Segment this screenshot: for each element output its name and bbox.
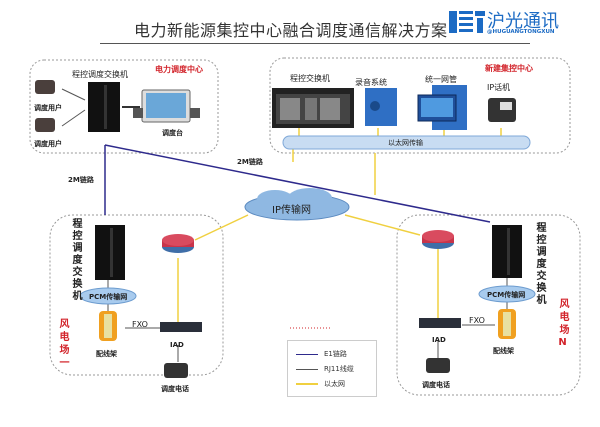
recording-server <box>365 88 397 126</box>
distribution-frame-n <box>498 309 516 339</box>
dispatch-switch-server <box>88 82 120 132</box>
site-n-switch-server <box>492 225 522 278</box>
legend-swatch-e1 <box>296 353 318 355</box>
dispatch-center-label: 电力调度中心 <box>155 65 203 74</box>
router-n <box>422 230 454 249</box>
dispatch-user-label-1: 调度用户 <box>34 104 62 112</box>
site-n-phone-label: 调度电话 <box>422 381 450 389</box>
site-one-zone <box>49 214 224 376</box>
site-n-pcm-label: PCM传输网 <box>487 291 526 299</box>
site-one-fxo-label: FXO <box>132 320 148 329</box>
control-switch-label: 程控交换机 <box>290 74 330 83</box>
control-center-label: 新建集控中心 <box>485 64 533 73</box>
legend-item-e1: E1链路 <box>296 349 347 359</box>
hg-logo-icon <box>449 11 485 33</box>
site-n-switch-label: 程控调度交换机 <box>534 222 545 306</box>
dispatch-user-phone-1 <box>35 80 55 94</box>
iad-n <box>419 318 461 328</box>
site-n-iad-label: IAD <box>432 336 446 344</box>
dispatch-console-label: 调度台 <box>162 129 183 137</box>
eth-to-router-n <box>344 214 421 236</box>
site-one-iad-label: IAD <box>170 341 184 349</box>
ethernet-bus-label: 以太网传输 <box>388 139 423 147</box>
legend-item-rj11: RJ11线缆 <box>296 364 354 374</box>
dispatch-switch-label: 程控调度交换机 <box>72 70 128 79</box>
page-title: 电力新能源集控中心融合调度通信解决方案 <box>134 21 448 40</box>
nms-workstation <box>417 85 467 130</box>
nms-label: 统一网管 <box>425 75 457 84</box>
site-n-dispatch-phone <box>426 358 450 373</box>
site-n-fxo-label: FXO <box>469 316 485 325</box>
left-2m-label: 2M链路 <box>68 176 94 184</box>
dispatch-user-phone-2 <box>35 118 55 132</box>
dispatch-center-zone <box>29 59 219 154</box>
site-one-zone-label: 风电场一 <box>57 318 68 370</box>
dispatch-user-label-2: 调度用户 <box>34 140 62 148</box>
site-n-zone <box>396 214 581 396</box>
site-one-dispatch-phone <box>164 363 188 378</box>
iad-one <box>160 322 202 332</box>
pcm-cloud-one <box>79 287 137 305</box>
mid-2m-label: 2M链路 <box>237 158 263 166</box>
brand-name: 沪光通讯 <box>487 11 559 32</box>
site-one-frame-label: 配线架 <box>96 350 117 358</box>
e1-link-right <box>104 144 491 223</box>
ipphone-label: IP话机 <box>487 83 511 92</box>
site-one-switch-label: 程控调度交换机 <box>70 218 81 302</box>
site-n-zone-label: 风电场N <box>557 298 568 351</box>
router-one <box>162 234 194 253</box>
legend-swatch-rj11 <box>296 368 318 370</box>
control-center-zone <box>269 57 571 154</box>
eth-to-router-one <box>194 214 249 241</box>
site-one-switch-server <box>95 225 125 280</box>
brand-handle: @HUGUANGTONGXUN <box>487 29 555 35</box>
pcm-cloud-n <box>478 285 536 303</box>
recording-label: 录音系统 <box>355 78 387 87</box>
legend: E1链路 RJ11线缆 以太网 <box>287 340 377 397</box>
title-divider <box>100 43 530 44</box>
control-switch-rack <box>272 88 354 128</box>
site-one-pcm-label: PCM传输网 <box>89 293 128 301</box>
ethernet-bus <box>282 135 531 150</box>
ip-network-label: IP传输网 <box>272 205 311 216</box>
site-n-frame-label: 配线架 <box>493 347 514 355</box>
ip-network-cloud <box>244 188 350 221</box>
ip-phone <box>488 98 516 122</box>
legend-item-ethernet: 以太网 <box>296 379 345 389</box>
site-one-phone-label: 调度电话 <box>161 385 189 393</box>
dispatch-console <box>133 89 200 123</box>
legend-swatch-ethernet <box>296 383 318 385</box>
distribution-frame-one <box>99 311 117 341</box>
